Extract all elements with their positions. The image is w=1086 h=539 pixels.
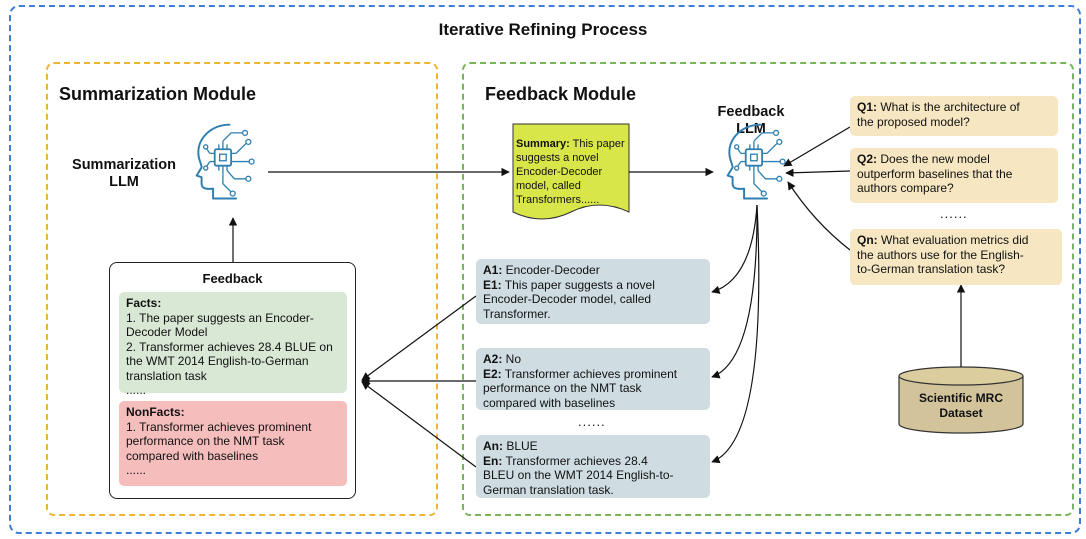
facts-line: Decoder Model (126, 325, 208, 339)
summary-text: Summary: This paper suggests a novel Enc… (516, 138, 625, 206)
answer-ellipsis: ...... (578, 414, 606, 429)
facts-line: ...... (126, 383, 147, 397)
feedback-module-title: Feedback Module (485, 84, 637, 104)
question-box-q1: Q1: What is the architecture of the prop… (850, 96, 1058, 136)
facts-heading: Facts: (126, 296, 162, 310)
summary-label: Summary: (516, 138, 570, 150)
nonfacts-line: performance on the NMT task (126, 434, 285, 448)
arrow-llm-to-a2 (711, 204, 758, 379)
arrow-q2-to-llm (785, 168, 851, 177)
feedback-module-frame (462, 62, 1074, 516)
summarization-module-title: Summarization Module (59, 84, 257, 104)
nonfacts-box: NonFacts: 1. Transformer achieves promin… (119, 401, 347, 486)
summarization-llm-label: Summarization LLM (72, 157, 176, 190)
nonfacts-line: compared with baselines (126, 448, 259, 463)
arrow-q1-to-llm (783, 126, 851, 167)
database-cylinder-icon (898, 366, 1024, 434)
facts-line: 1. The paper suggests an Encoder- (126, 310, 314, 325)
nonfacts-heading: NonFacts: (126, 405, 185, 419)
dataset-label: Scientific MRC Dataset (918, 391, 1003, 420)
diagram-title: Iterative Refining Process (438, 20, 648, 39)
answer-box-a2: A2: No E2: Transformer achieves prominen… (476, 348, 710, 410)
facts-line: the WMT 2014 English-to-German (126, 354, 309, 368)
nonfacts-line: 1. Transformer achieves prominent (126, 419, 312, 434)
iterative-process-frame (9, 5, 1081, 534)
nonfacts-line: ...... (126, 463, 147, 477)
feedback-card-title: Feedback (202, 271, 263, 286)
answer-box-a1: A1: Encoder-Decoder E1: This paper sugge… (476, 259, 710, 324)
question-ellipsis: ...... (940, 206, 968, 221)
summary-note-icon (512, 123, 630, 220)
summarization-module-frame (46, 62, 438, 516)
summarization-llm-icon (195, 123, 256, 200)
answer-box-an: An: BLUE En: Transformer achieves 28.4 B… (476, 435, 710, 498)
arrow-an-to-feedback (361, 381, 477, 468)
facts-line: translation task (126, 368, 207, 383)
facts-line: 2. Transformer achieves 28.4 BLUE on (126, 339, 333, 354)
arrow-a1-to-feedback (361, 295, 477, 381)
facts-box: Facts: 1. The paper suggests an Encoder-… (119, 292, 347, 397)
arrow-llm-to-an (711, 204, 760, 464)
question-box-qn: Qn: What evaluation metrics did the auth… (850, 229, 1062, 285)
arrow-qn-to-llm (787, 181, 851, 251)
arrow-llm-to-a1 (711, 204, 758, 294)
question-box-q2: Q2: Does the new model outperform baseli… (850, 148, 1058, 203)
feedback-llm-icon (726, 123, 787, 200)
